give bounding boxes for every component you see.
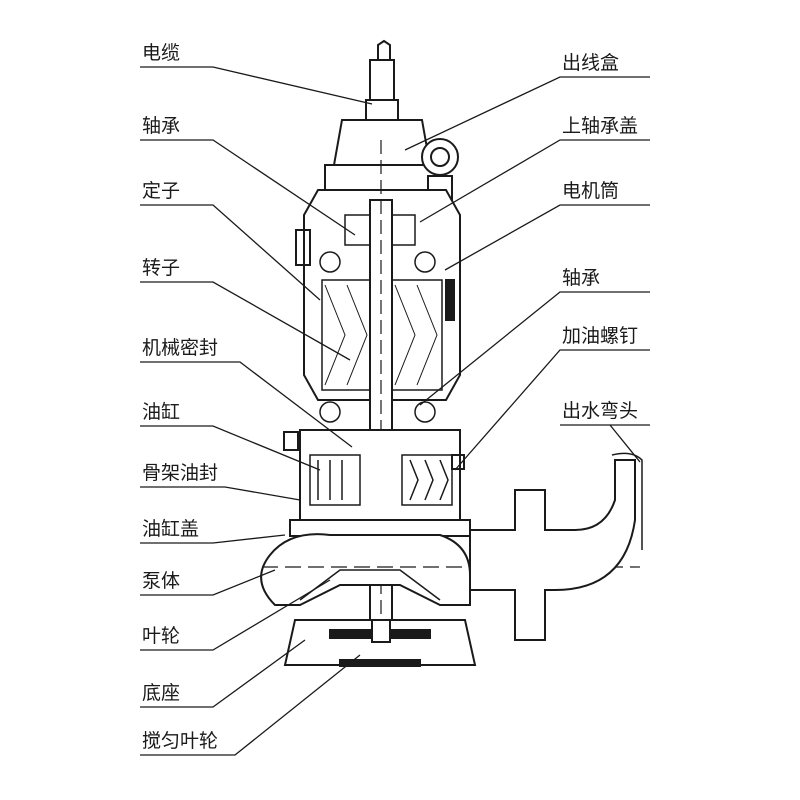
label-stator: 定子 <box>142 180 181 202</box>
label-cable: 电缆 <box>142 42 181 64</box>
leader-oil-cylinder <box>140 425 321 471</box>
leader-bearing-upper <box>140 139 356 236</box>
leader-motor-barrel <box>444 204 650 271</box>
oil-chamber <box>283 429 471 537</box>
label-impeller: 叶轮 <box>142 625 181 647</box>
cable <box>365 39 399 131</box>
leader-impeller <box>140 579 331 651</box>
label-stirring-impeller: 搅匀叶轮 <box>142 730 219 752</box>
label-upper-bearing-cover: 上轴承盖 <box>562 115 639 137</box>
leader-rotor <box>140 281 351 361</box>
label-mechanical-seal: 机械密封 <box>142 337 219 359</box>
label-base: 底座 <box>142 682 181 704</box>
label-skeleton-oil-seal: 骨架油封 <box>142 462 219 484</box>
label-oil-screw: 加油螺钉 <box>562 325 639 347</box>
leader-mechanical-seal <box>140 361 353 448</box>
leader-pump-body <box>140 569 276 596</box>
leader-junction-box <box>404 76 650 151</box>
leader-stator <box>140 204 321 301</box>
label-oil-cylinder-cover: 油缸盖 <box>142 518 200 540</box>
label-bearing-upper: 轴承 <box>142 115 181 137</box>
label-oil-cylinder: 油缸 <box>142 401 181 423</box>
top-cover <box>324 119 459 211</box>
leader-bearing-lower <box>419 291 650 406</box>
pump-body <box>260 452 643 641</box>
base <box>283 619 477 667</box>
label-junction-box: 出线盒 <box>562 52 620 74</box>
leader-oil-screw <box>454 349 650 471</box>
label-rotor: 转子 <box>142 257 181 279</box>
leader-outlet-elbow <box>560 424 650 463</box>
leader-skeleton-oil-seal <box>140 486 301 501</box>
leader-oil-cylinder-cover <box>140 534 286 544</box>
leader-lines <box>140 66 650 756</box>
label-motor-barrel: 电机筒 <box>562 180 620 202</box>
label-outlet-elbow: 出水弯头 <box>562 400 639 422</box>
leader-cable <box>140 66 373 105</box>
label-bearing-lower: 轴承 <box>562 267 601 289</box>
leader-stirring-impeller <box>140 654 361 756</box>
leader-base <box>140 639 306 708</box>
leader-upper-bearing-cover <box>419 139 650 223</box>
label-pump-body: 泵体 <box>142 570 181 592</box>
